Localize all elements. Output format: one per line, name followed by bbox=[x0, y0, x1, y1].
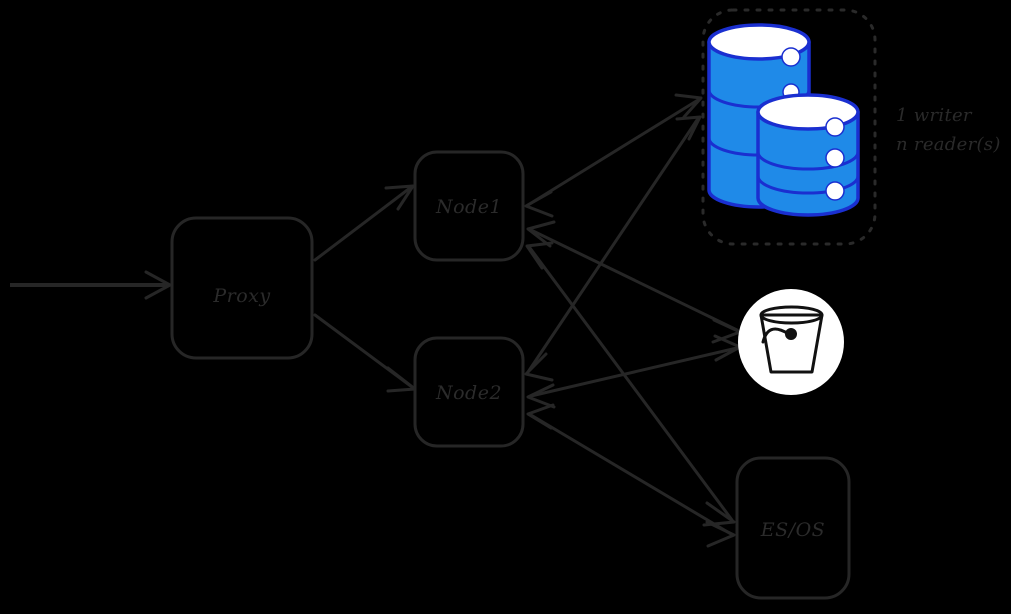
database-disc-indicator bbox=[825, 117, 845, 137]
database-disc-indicator bbox=[825, 148, 845, 168]
node1-label: Node1 bbox=[435, 196, 502, 218]
edge-node2-to-bucket bbox=[526, 334, 742, 409]
node-node1[interactable]: Node1 bbox=[413, 150, 525, 262]
edge-node2-to-search bbox=[526, 403, 736, 548]
edge-node1-to-database bbox=[524, 93, 703, 218]
database-note-line1: 1 writer bbox=[896, 105, 973, 126]
database-group-boundary bbox=[701, 8, 877, 246]
edge-node2-to-database bbox=[524, 115, 702, 382]
edge-proxy-to-node1 bbox=[313, 184, 415, 262]
database-disc-indicator bbox=[825, 181, 845, 201]
node2-box[interactable] bbox=[413, 336, 525, 448]
database-note-line2: n reader(s) bbox=[896, 134, 1001, 155]
search-box[interactable] bbox=[735, 456, 851, 600]
object-storage-node[interactable] bbox=[738, 289, 844, 395]
proxy-label: Proxy bbox=[212, 285, 270, 307]
node1-box[interactable] bbox=[413, 150, 525, 262]
node-node2[interactable]: Node2 bbox=[413, 336, 525, 448]
edge-proxy-to-node2 bbox=[313, 313, 417, 393]
edge-node1-to-search bbox=[525, 241, 736, 527]
node2-label: Node2 bbox=[435, 382, 502, 404]
node-proxy[interactable]: Proxy bbox=[170, 216, 314, 360]
search-label: ES/OS bbox=[760, 519, 825, 541]
database-cylinders-icon[interactable] bbox=[707, 23, 860, 217]
proxy-box[interactable] bbox=[170, 216, 314, 360]
bucket-background bbox=[738, 289, 844, 395]
edge-layer bbox=[10, 93, 742, 548]
database-cylinder-front bbox=[756, 93, 860, 217]
database-group[interactable]: 1 writer n reader(s) bbox=[701, 8, 1001, 246]
node-search[interactable]: ES/OS bbox=[735, 456, 851, 600]
edge-external-to-proxy bbox=[10, 270, 172, 300]
bucket-icon bbox=[759, 305, 824, 374]
database-disc-indicator bbox=[781, 47, 801, 67]
